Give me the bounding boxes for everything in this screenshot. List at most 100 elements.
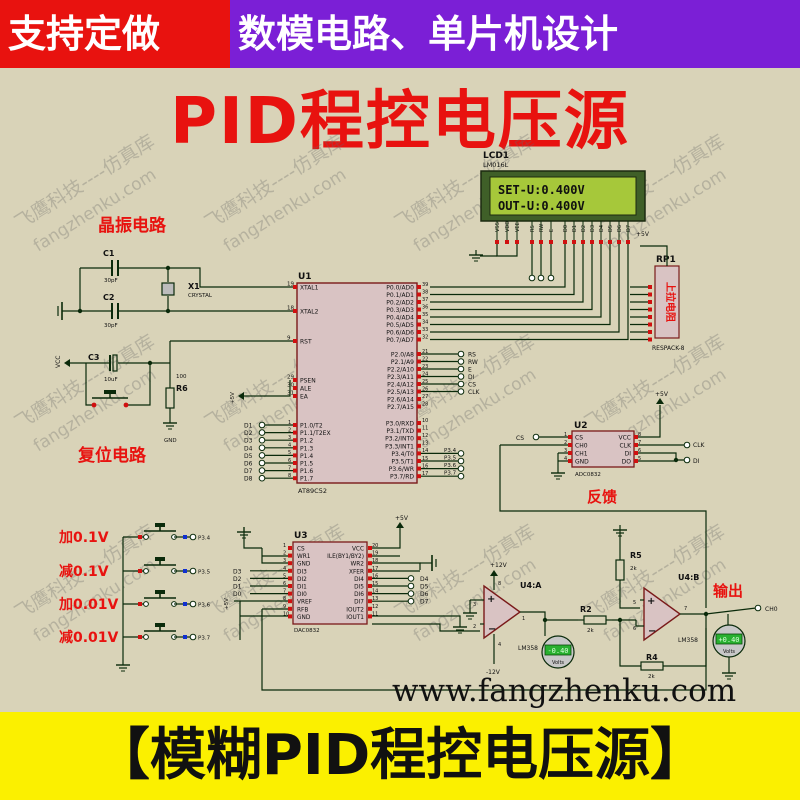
dac-pin-number: 10 — [283, 611, 289, 617]
dac-pin-name: DI0 — [297, 592, 307, 598]
mcu-pin-name: P3.0/RXD — [386, 421, 414, 428]
voltmeter-2-unit: Volts — [723, 649, 735, 655]
mcu-p1-terminal — [258, 467, 266, 474]
mcu-p3-net-label: P3.4 — [444, 448, 457, 454]
lcd-control-terminal — [528, 274, 536, 282]
mcu-pin-number: 36 — [422, 304, 428, 310]
mcu-pin-number: 28 — [422, 401, 428, 407]
reset-button-wire — [126, 363, 151, 406]
mcu-pin-number: 23 — [422, 364, 428, 370]
lcd-ground — [469, 250, 483, 262]
mcu-pin-marker — [293, 476, 297, 481]
button-pin-marker — [138, 569, 142, 573]
dac-pin-name: GND — [297, 615, 311, 621]
mcu-pin-marker — [417, 292, 421, 297]
rp1-pin-marker — [648, 285, 652, 289]
button-net-label: P3.5 — [198, 570, 211, 576]
mcu-p1-terminal — [258, 421, 266, 429]
dac-pin-marker — [288, 584, 292, 588]
mcu-pin-marker — [293, 285, 297, 289]
opamp-u4a-plus-sign: + — [487, 594, 495, 605]
opamp-u4a-body — [483, 584, 522, 640]
button-terminal — [189, 633, 197, 641]
opamp-u4a-vpos-label: +12V — [490, 562, 508, 569]
dac-pin-name: WR2 — [351, 562, 365, 568]
lcd-pin-marker — [495, 240, 499, 244]
dac-pin-marker — [368, 576, 372, 581]
adc-pin-name: DI — [625, 451, 632, 458]
dac-ref-label: U3 — [294, 531, 308, 541]
lcd-pin-marker — [590, 240, 594, 244]
lcd-data-bus-wire — [430, 244, 602, 318]
mcu-pin-number: 38 — [422, 289, 428, 295]
dac-pin-name: CS — [297, 547, 305, 553]
mcu-pin-name: P2.1/A9 — [391, 359, 414, 366]
mcu-p3-net-label: P3.5 — [444, 456, 457, 462]
mcu-p1-terminal — [258, 436, 266, 444]
banner-left: 支持定做 — [0, 0, 230, 68]
mcu-pin-number: 39 — [422, 282, 428, 288]
dac-pin-name: DI4 — [354, 577, 364, 583]
website-url[interactable]: www.fangzhenku.com — [392, 673, 737, 709]
opamp-u4a-ground — [463, 608, 477, 620]
reset-button-cap — [104, 390, 116, 394]
reset-ground — [163, 418, 177, 430]
lcd-pin-marker — [563, 240, 567, 244]
r4-resistor — [640, 661, 664, 671]
mcu-p3-terminal — [457, 457, 465, 465]
mcu-p3-net-label: P3.7 — [444, 471, 457, 477]
mcu-p1-net-label: D2 — [244, 430, 253, 437]
reset-vcc-label: VCC — [55, 356, 62, 368]
dac-ground-left — [237, 527, 251, 539]
dac-pin-marker — [288, 606, 292, 611]
lcd-pin-marker — [515, 240, 519, 244]
x1-type-label: CRYSTAL — [188, 293, 213, 299]
mcu-pin-name: PSEN — [300, 378, 316, 385]
mcu-p3-terminal — [457, 472, 465, 480]
mcu-pin-name: P0.2/AD2 — [386, 300, 414, 307]
mcu-pin-marker — [417, 404, 421, 409]
mcu-ref-label: U1 — [298, 272, 312, 282]
mcu-pin-marker — [417, 451, 421, 456]
dac-right-terminal — [407, 597, 415, 605]
mcu-pin-marker — [293, 378, 297, 382]
mcu-pin-marker — [417, 374, 421, 379]
button-pin-marker — [183, 535, 187, 539]
r6-resistor — [165, 378, 175, 418]
mcu-p2-net-label: CLK — [468, 389, 481, 396]
opamp-pin-number: 1 — [522, 616, 525, 622]
mcu-pin-marker — [417, 443, 421, 448]
mcu-pin-name: RST — [300, 339, 312, 346]
mcu-pin-marker — [293, 423, 297, 427]
dac-pin-number: 20 — [372, 543, 378, 549]
banner-right-text: 数模电路、单片机设计 — [238, 12, 619, 56]
button-cap — [155, 557, 165, 561]
dac-pin-name: DI6 — [354, 592, 364, 598]
mcu-p1-net-label: D1 — [244, 423, 253, 430]
rp1-model-label: RESPACK-8 — [652, 345, 685, 352]
dac-pin-number: 18 — [372, 558, 378, 564]
dac-pin-name: VREF — [297, 600, 312, 606]
dac-pin-marker — [368, 568, 372, 573]
mcu-pin-name: P2.0/A8 — [391, 352, 414, 359]
adc-pin-name: CS — [575, 435, 583, 442]
voltmeter-2-reading: +0.40 — [718, 636, 739, 644]
lcd-pin-marker — [530, 240, 534, 244]
mcu-pin-number: 14 — [422, 448, 428, 454]
lcd-pin-marker — [599, 240, 603, 244]
mcu-p2-terminal — [457, 365, 465, 373]
mcu-p1-net-label: D4 — [244, 445, 253, 452]
opamp-pin-number: 4 — [498, 642, 501, 648]
adc-clk-terminal — [683, 441, 691, 449]
opamp-u4a-vpos-arrow — [490, 570, 498, 576]
mcu-p2-net-label: DI — [468, 374, 475, 381]
voltmeter-2-display — [715, 633, 743, 645]
mcu-p3-terminal — [457, 465, 465, 472]
mcu-pin-number: 12 — [422, 433, 428, 439]
button-pin-marker — [183, 569, 187, 573]
mcu-pin-name: P1.2 — [300, 438, 313, 445]
r2-value-label: 2k — [587, 628, 594, 634]
lcd-pin-marker — [608, 240, 612, 244]
